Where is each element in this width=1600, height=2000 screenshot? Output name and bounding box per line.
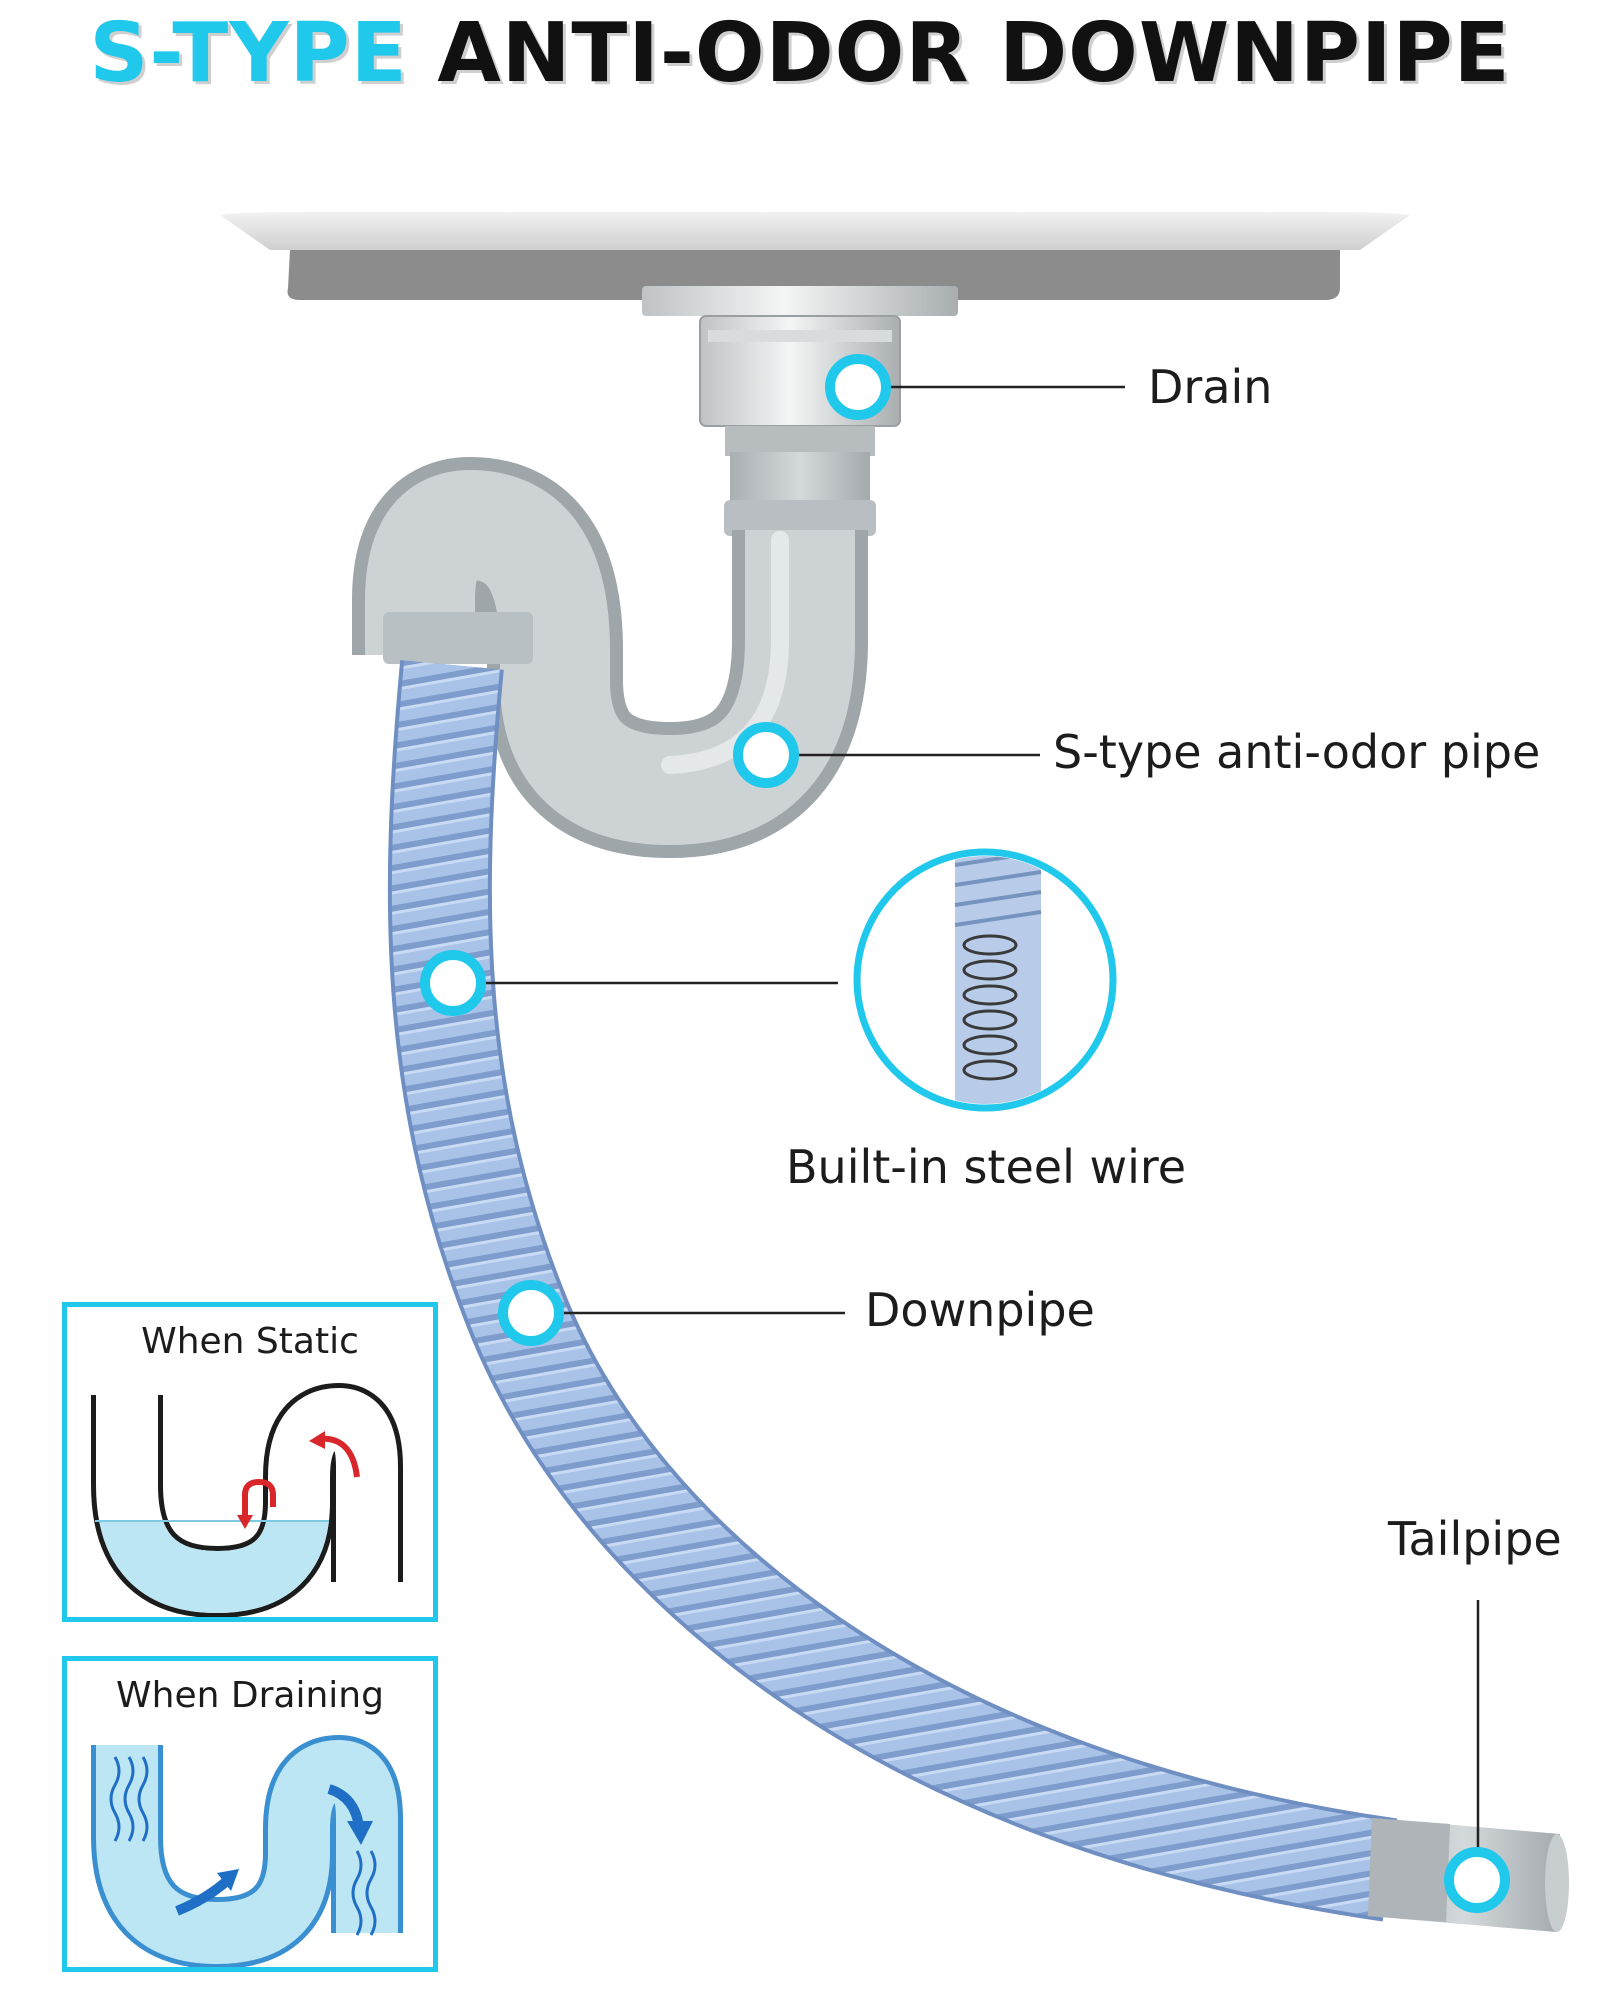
title-accent: S-TYPE xyxy=(89,6,408,101)
static-trap-diagram xyxy=(91,1382,403,1617)
panel-title-static: When Static xyxy=(141,1321,359,1362)
leader-lines xyxy=(455,385,1480,1880)
label-s-pipe: S-type anti-odor pipe xyxy=(1053,725,1541,779)
panel-when-static: When Static xyxy=(62,1302,438,1622)
label-tailpipe: Tailpipe xyxy=(1388,1512,1562,1566)
draining-trap-diagram xyxy=(91,1734,403,1967)
panel-title-draining: When Draining xyxy=(116,1675,384,1716)
sink-basin xyxy=(220,212,1410,300)
downpipe-marker xyxy=(498,1280,564,1346)
label-drain: Drain xyxy=(1148,360,1273,414)
corrugated-hose xyxy=(387,660,1398,1922)
page-title: S-TYPE ANTI-ODOR DOWNPIPE xyxy=(0,6,1600,101)
panel-when-draining: When Draining xyxy=(62,1656,438,1972)
drain-marker xyxy=(825,354,891,420)
tailpipe-marker xyxy=(1444,1847,1510,1913)
label-steel-wire: Built-in steel wire xyxy=(786,1140,1187,1194)
marker-dots xyxy=(420,354,1510,1913)
steel-wire-zoom xyxy=(853,848,1117,1112)
s-pipe-marker xyxy=(733,722,799,788)
wire-marker xyxy=(420,950,486,1016)
drain-fitting xyxy=(642,286,958,536)
label-downpipe: Downpipe xyxy=(865,1283,1095,1337)
title-main: ANTI-ODOR DOWNPIPE xyxy=(407,6,1511,101)
